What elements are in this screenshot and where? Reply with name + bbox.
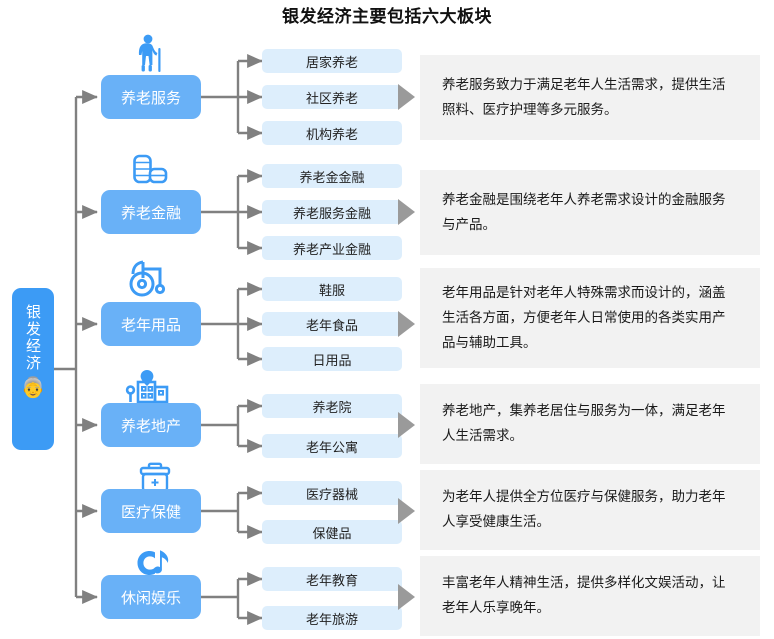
elderly-person-icon: 👵 bbox=[20, 377, 46, 399]
sub-item-4-2[interactable]: 老年公寓 bbox=[262, 434, 402, 458]
sub-item-6-2[interactable]: 老年旅游 bbox=[262, 606, 402, 630]
root-node[interactable]: 银发经济 👵 bbox=[12, 288, 54, 450]
sub-item-label: 日用品 bbox=[312, 353, 352, 369]
buildings-location-icon bbox=[121, 366, 177, 406]
category-box-3[interactable]: 老年用品 bbox=[101, 302, 201, 346]
coins-stack-icon bbox=[123, 148, 179, 188]
category-label-5: 医疗保健 bbox=[120, 502, 181, 521]
sub-item-label: 鞋服 bbox=[318, 283, 345, 299]
music-note-icon bbox=[127, 540, 183, 580]
description-text-4: 养老地产，集养老居住与服务为一体，满足老年人生活需求。 bbox=[442, 403, 726, 444]
category-box-1[interactable]: 养老服务 bbox=[101, 75, 201, 119]
category-label-4: 养老地产 bbox=[120, 416, 181, 435]
desc-arrow-6 bbox=[398, 584, 415, 610]
desc-arrow-2 bbox=[398, 199, 415, 225]
sub-item-label: 机构养老 bbox=[305, 127, 358, 143]
sub-item-label: 社区养老 bbox=[305, 91, 358, 107]
sub-item-2-3[interactable]: 养老产业金融 bbox=[262, 236, 402, 260]
elderly-with-cane-icon bbox=[123, 34, 179, 74]
desc-arrow-4 bbox=[398, 412, 415, 438]
sub-item-label: 居家养老 bbox=[305, 55, 358, 71]
sub-item-label: 老年食品 bbox=[305, 318, 358, 334]
sub-item-1-3[interactable]: 机构养老 bbox=[262, 121, 402, 145]
sub-item-label: 老年教育 bbox=[305, 573, 358, 589]
sub-item-3-1[interactable]: 鞋服 bbox=[262, 277, 402, 301]
sub-item-label: 养老院 bbox=[312, 400, 352, 416]
sub-item-label: 养老产业金融 bbox=[292, 242, 371, 258]
sub-item-label: 养老服务金融 bbox=[292, 206, 371, 222]
root-label: 银发经济 bbox=[24, 304, 42, 372]
description-text-2: 养老金融是围绕老年人养老需求设计的金融服务与产品。 bbox=[442, 191, 726, 233]
category-label-6: 休闲娱乐 bbox=[120, 588, 181, 607]
desc-arrow-1 bbox=[398, 84, 415, 110]
category-label-1: 养老服务 bbox=[120, 88, 181, 107]
sub-item-label: 保健品 bbox=[312, 526, 352, 542]
sub-item-1-2[interactable]: 社区养老 bbox=[262, 85, 402, 109]
sub-item-3-3[interactable]: 日用品 bbox=[262, 347, 402, 371]
sub-item-label: 医疗器械 bbox=[305, 487, 358, 503]
description-text-3: 老年用品是针对老年人特殊需求而设计的，涵盖生活各方面，方便老年人日常使用的各类实… bbox=[442, 284, 726, 351]
description-panel-3: 老年用品是针对老年人特殊需求而设计的，涵盖生活各方面，方便老年人日常使用的各类实… bbox=[420, 268, 760, 368]
sub-item-label: 老年公寓 bbox=[305, 440, 358, 456]
sub-item-1-1[interactable]: 居家养老 bbox=[262, 49, 402, 73]
description-panel-2: 养老金融是围绕老年人养老需求设计的金融服务与产品。 bbox=[420, 170, 760, 255]
desc-arrow-3 bbox=[398, 311, 415, 337]
description-text-1: 养老服务致力于满足老年人生活需求，提供生活照料、医疗护理等多元服务。 bbox=[442, 76, 726, 118]
description-panel-4: 养老地产，集养老居住与服务为一体，满足老年人生活需求。 bbox=[420, 384, 760, 464]
sub-item-6-1[interactable]: 老年教育 bbox=[262, 567, 402, 591]
sub-item-4-1[interactable]: 养老院 bbox=[262, 394, 402, 418]
description-panel-5: 为老年人提供全方位医疗与保健服务，助力老年人享受健康生活。 bbox=[420, 470, 760, 550]
description-text-6: 丰富老年人精神生活，提供多样化文娱活动，让老年人乐享晚年。 bbox=[442, 575, 726, 616]
category-box-6[interactable]: 休闲娱乐 bbox=[101, 575, 201, 619]
sub-item-3-2[interactable]: 老年食品 bbox=[262, 312, 402, 336]
desc-arrow-5 bbox=[398, 498, 415, 524]
category-box-2[interactable]: 养老金融 bbox=[101, 190, 201, 234]
page-title: 银发经济主要包括六大板块 bbox=[282, 7, 492, 27]
sub-item-label: 老年旅游 bbox=[305, 612, 358, 628]
category-label-3: 老年用品 bbox=[120, 315, 181, 334]
sub-item-5-1[interactable]: 医疗器械 bbox=[262, 481, 402, 505]
description-panel-1: 养老服务致力于满足老年人生活需求，提供生活照料、医疗护理等多元服务。 bbox=[420, 55, 760, 140]
wheelchair-icon bbox=[121, 258, 177, 298]
sub-item-label: 养老金金融 bbox=[299, 170, 365, 186]
sub-item-5-2[interactable]: 保健品 bbox=[262, 520, 402, 544]
category-box-4[interactable]: 养老地产 bbox=[101, 403, 201, 447]
category-label-2: 养老金融 bbox=[120, 203, 181, 222]
sub-item-2-1[interactable]: 养老金金融 bbox=[262, 164, 402, 188]
description-text-5: 为老年人提供全方位医疗与保健服务，助力老年人享受健康生活。 bbox=[442, 489, 726, 530]
sub-item-2-2[interactable]: 养老服务金融 bbox=[262, 200, 402, 224]
category-box-5[interactable]: 医疗保健 bbox=[101, 489, 201, 533]
description-panel-6: 丰富老年人精神生活，提供多样化文娱活动，让老年人乐享晚年。 bbox=[420, 556, 760, 636]
